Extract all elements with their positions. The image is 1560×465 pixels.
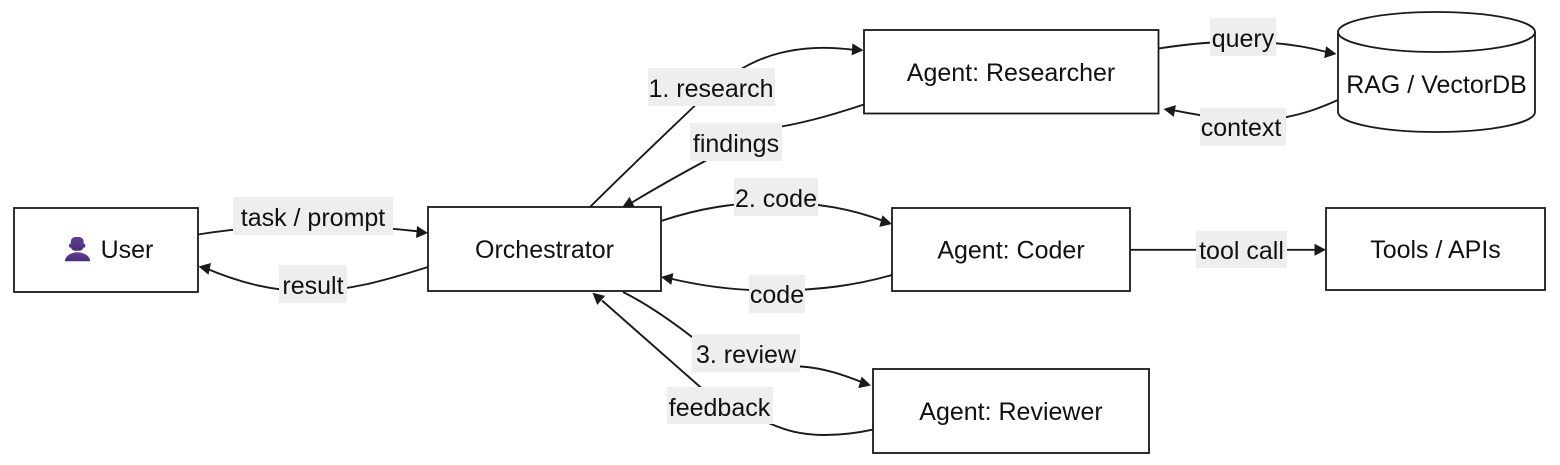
svg-text:Orchestrator: Orchestrator: [475, 236, 614, 264]
svg-text:tool call: tool call: [1199, 237, 1284, 265]
svg-text:code: code: [750, 281, 804, 309]
svg-text:query: query: [1212, 25, 1275, 53]
svg-text:User: User: [101, 236, 154, 264]
svg-text:RAG / VectorDB: RAG / VectorDB: [1346, 71, 1527, 99]
svg-text:Agent: Reviewer: Agent: Reviewer: [919, 398, 1102, 426]
svg-text:result: result: [282, 272, 343, 300]
svg-text:findings: findings: [693, 130, 779, 158]
svg-text:feedback: feedback: [669, 394, 771, 422]
svg-text:Agent: Coder: Agent: Coder: [937, 237, 1084, 265]
svg-text:1. research: 1. research: [648, 75, 773, 103]
svg-text:Tools / APIs: Tools / APIs: [1370, 236, 1501, 264]
svg-text:3. review: 3. review: [696, 341, 797, 369]
svg-text:context: context: [1201, 114, 1282, 142]
svg-text:2. code: 2. code: [735, 185, 817, 213]
svg-text:Agent: Researcher: Agent: Researcher: [907, 59, 1115, 87]
svg-text:task / prompt: task / prompt: [241, 204, 386, 232]
